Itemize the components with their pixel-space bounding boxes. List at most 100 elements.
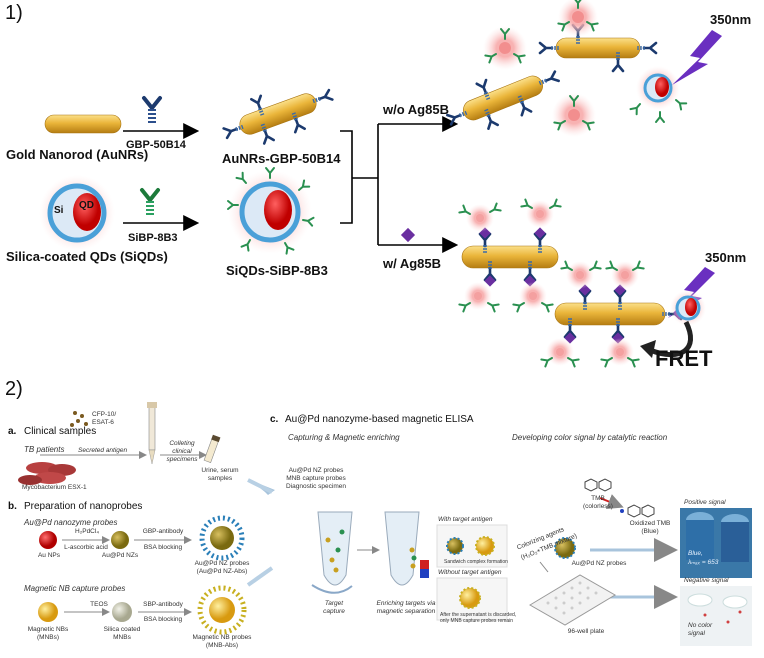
siqd-product-label: SiQDs-SiBP-8B3	[226, 263, 328, 278]
aupd-probes-label-2: (Au@Pd NZ-Abs)	[196, 568, 248, 575]
aupd-probe-icon	[199, 515, 245, 561]
no-color-label-2: signal	[688, 630, 705, 637]
silica-mnbs-label-1: Silica coated	[103, 626, 141, 633]
developing-title: Developing color signal by catalytic rea…	[512, 433, 668, 442]
siqd-sibp-conjugate	[227, 167, 315, 255]
section-b-letter: b.	[8, 501, 17, 512]
plate-label: 96-well plate	[567, 628, 605, 635]
aunr-gbp-conjugate	[222, 88, 334, 145]
section-a-title: Clinical samples	[24, 426, 97, 437]
complex-boxes	[436, 524, 508, 621]
supernatant-label-2: only MNB capture probes remain	[440, 618, 514, 624]
mnb-probe-icon	[197, 585, 247, 635]
supernatant-label-1: After the supernatant is discarded,	[440, 612, 517, 618]
panel-2-diagram	[18, 402, 752, 646]
mnb-probes-label-2: (MNB-Abs)	[205, 642, 239, 649]
excited-siqd	[629, 66, 688, 123]
magnet-icon	[420, 560, 429, 578]
panel-1-number: 1)	[5, 2, 23, 24]
uv-top-label: 350nm	[710, 12, 752, 27]
mnb-probes-label-1: Magnetic NB probes	[192, 634, 252, 641]
oxidized-tmb-molecule	[620, 504, 655, 518]
aunr-label: Gold Nanorod (AuNRs)	[6, 147, 149, 162]
section-c-title: Au@Pd nanozyme-based magnetic ELISA	[285, 414, 474, 425]
rod-without-antigen-1	[446, 70, 560, 130]
pipette-icon	[147, 402, 157, 465]
panel-2-number: 2)	[5, 378, 23, 400]
section-a-letter: a.	[8, 426, 17, 437]
cfp-label: CFP-10/	[92, 411, 117, 418]
bsa-blocking-2: BSA blocking	[143, 616, 183, 623]
negative-signal-image	[680, 586, 752, 646]
esat-label: ESAT-6	[92, 419, 114, 426]
bsa-blocking-1: BSA blocking	[143, 544, 183, 551]
fret-arrow-icon	[640, 320, 694, 358]
fret-label: FRET	[655, 346, 713, 371]
section-b-title: Preparation of nanoprobes	[24, 501, 143, 512]
ascorbic-label: L-ascorbic acid	[64, 544, 108, 551]
panel-1-diagram	[39, 0, 722, 368]
tube-note-3: Diagnostic specimen	[286, 483, 346, 490]
urine-label-1: Urine, serum	[201, 467, 239, 474]
au-nps-label: Au NPs	[37, 552, 61, 559]
oxtmb-label-1: Oxidized TMB	[629, 520, 671, 527]
free-siqd	[483, 26, 527, 70]
tmb-label-1: TMB	[591, 495, 605, 502]
qd-text: QD	[79, 200, 94, 211]
tube-icon	[384, 511, 420, 586]
gold-nanorod-icon	[44, 114, 122, 134]
teos-label: TEOS	[90, 601, 108, 608]
without-target-label: Without target antigen	[438, 569, 502, 576]
free-siqd	[552, 93, 596, 137]
target-capture-1: Target	[324, 600, 344, 607]
tube-note-2: MNB capture probes	[286, 475, 346, 482]
silica-qd-icon	[39, 175, 115, 251]
urine-label-2: samples	[207, 475, 233, 482]
mnbs-label-2: (MNBs)	[36, 634, 60, 641]
free-siqd	[557, 0, 599, 37]
enriching-1: Enriching targets via	[376, 600, 436, 607]
ag85b-antigen-icon	[400, 227, 416, 243]
uv-bottom-label: 350nm	[705, 250, 747, 265]
sample-tube-icon	[203, 434, 221, 464]
secreted-label: Secreted antigen	[78, 447, 128, 454]
tmb-label-2: (colorless)	[583, 503, 613, 510]
blue-label-1: Blue,	[688, 550, 703, 557]
silica-mnbs-label-2: MNBs	[113, 634, 131, 641]
mycobacterium-label: Mycobacterium ESX-1	[22, 484, 87, 491]
with-ag85b-label: w/ Ag85B	[383, 256, 442, 271]
collecting-label-1: Colleting	[169, 440, 195, 447]
enriching-2: magnetic separation	[376, 608, 436, 615]
tmb-molecule	[584, 478, 612, 492]
antigen-dots	[70, 411, 88, 427]
without-ag85b-label: w/o Ag85B	[383, 102, 449, 117]
fret-siqd	[670, 290, 706, 326]
sibp-label: SiBP-8B3	[128, 232, 178, 244]
tb-patients-label: TB patients	[24, 445, 65, 454]
h2pdcl4-label: H₂PdCl₄	[75, 528, 99, 535]
sbp-antibody-label: SBP-antibody	[143, 601, 183, 608]
well-plate-icon	[529, 574, 616, 626]
uv-bolt-icon	[668, 267, 715, 318]
target-capture-2: capture	[323, 608, 345, 615]
rod-with-antigen-1	[461, 232, 559, 282]
collecting-label-3: specimens	[166, 456, 198, 463]
siqd-label: Silica-coated QDs (SiQDs)	[6, 249, 168, 264]
no-color-label-1: No color	[688, 622, 713, 629]
tube-icon	[311, 511, 353, 594]
capturing-title: Capturing & Magnetic enriching	[288, 433, 400, 442]
collecting-label-2: clinical	[172, 448, 192, 455]
section-c-letter: c.	[270, 414, 279, 425]
sandwich-label: Sandwich complex formation	[444, 559, 508, 565]
mnb-probes-title: Magnetic NB capture probes	[24, 584, 126, 593]
rod-without-antigen-2	[538, 23, 658, 73]
gbp-antibody-label: GBP-antibody	[142, 528, 184, 535]
bacterium-icon	[18, 462, 76, 485]
gbp-label: GBP-50B14	[126, 139, 186, 151]
rod-with-antigen-2	[554, 289, 683, 339]
aupd-nzs-label: Au@Pd NZs	[101, 552, 139, 559]
blue-label-2: λₘₐₓ = 653	[688, 559, 719, 566]
oxtmb-label-2: (Blue)	[641, 528, 659, 535]
aupd-probes-title: Au@Pd nanozyme probes	[24, 518, 118, 527]
tube-note-1: Au@Pd NZ probes	[288, 467, 344, 474]
